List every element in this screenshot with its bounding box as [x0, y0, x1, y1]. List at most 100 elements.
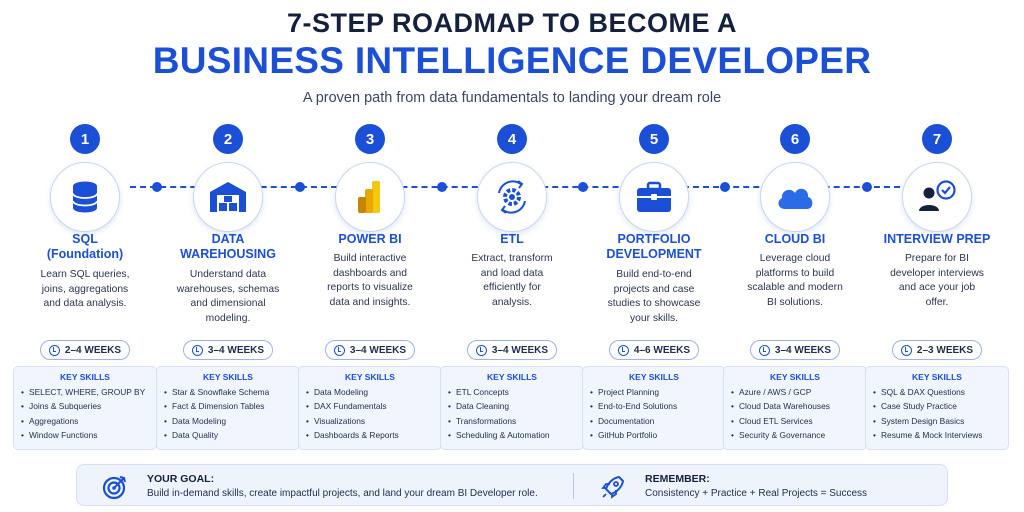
cloud-icon	[760, 162, 830, 232]
footer-divider	[573, 473, 574, 499]
rocket-icon	[601, 476, 624, 499]
description-line: scalable and modern	[747, 282, 843, 293]
title-line-1: 7-STEP ROADMAP TO BECOME A	[286, 8, 738, 38]
etl-gear-icon	[477, 162, 547, 232]
skill-item: Aggregations	[21, 414, 149, 429]
skill-item: Window Functions	[21, 428, 149, 443]
skill-item: Joins & Subqueries	[21, 399, 149, 414]
clock-icon	[475, 344, 487, 356]
description-line: Build end-to-end	[616, 269, 692, 280]
remember-label: REMEMBER:	[645, 473, 710, 485]
database-icon	[50, 162, 120, 232]
duration-badge: 2–3 WEEKS	[892, 340, 982, 360]
key-skills-box: KEY SKILLSAzure / AWS / GCPCloud Data Wa…	[723, 366, 867, 450]
skill-item: Security & Governance	[731, 428, 859, 443]
skill-item: Star & Snowflake Schema	[164, 385, 292, 400]
step-number-badge: 2	[213, 124, 243, 154]
remember-text: Consistency + Practice + Real Projects =…	[645, 488, 868, 499]
footer-banner: YOUR GOAL: Build in-demand skills, creat…	[76, 464, 948, 506]
skill-item: Data Modeling	[306, 385, 434, 400]
step-number-badge: 1	[70, 124, 100, 154]
power-bi-icon	[335, 162, 405, 232]
skill-item: Dashboards & Reports	[306, 428, 434, 443]
skill-item: End-to-End Solutions	[590, 399, 718, 414]
description-line: projects and case	[613, 283, 695, 295]
skill-item: Transformations	[448, 414, 576, 429]
step-title: POWER BI	[300, 232, 440, 247]
clock-icon	[900, 344, 912, 356]
subtitle: A proven path from data fundamentals to …	[302, 90, 722, 106]
skill-item: Azure / AWS / GCP	[731, 385, 859, 400]
description-line: developer interviews	[890, 267, 984, 279]
key-skills-title: KEY SKILLS	[770, 372, 820, 382]
description-line: joins, aggregations	[41, 283, 129, 295]
step-title: INTERVIEW PREP	[867, 232, 1007, 247]
duration-text: 3–4 WEEKS	[774, 344, 832, 356]
skill-item: Cloud ETL Services	[731, 414, 859, 429]
goal-label: YOUR GOAL:	[147, 473, 215, 485]
step-title-line-1: PORTFOLIO	[617, 232, 691, 246]
description-line: studies to showcase	[607, 298, 701, 309]
description-line: Extract, transform	[471, 253, 553, 264]
skill-item: System Design Basics	[873, 414, 1001, 429]
skill-item: Visualizations	[306, 414, 434, 429]
connector-dot	[437, 182, 447, 192]
skill-item: GitHub Portfolio	[590, 428, 718, 443]
target-icon	[102, 476, 126, 500]
step-title: ETL	[442, 232, 582, 247]
step-number-badge: 4	[497, 124, 527, 154]
key-skills-title: KEY SKILLS	[60, 372, 110, 382]
description-line: reports to visualize	[327, 282, 413, 293]
skill-item: SELECT, WHERE, GROUP BY	[21, 385, 149, 400]
description-line: Prepare for BI	[904, 253, 970, 264]
description-line: and load data	[480, 267, 544, 279]
skill-item: Data Modeling	[164, 414, 292, 429]
skill-item: Fact & Dimension Tables	[164, 399, 292, 414]
step-number-badge: 3	[355, 124, 385, 154]
step-title-line-1: POWER BI	[338, 232, 402, 246]
key-skills-title: KEY SKILLS	[629, 372, 679, 382]
duration-text: 3–4 WEEKS	[491, 344, 549, 356]
duration-badge: 3–4 WEEKS	[750, 340, 840, 360]
step-description: Build end-to-end projects and case studies…	[589, 268, 719, 326]
key-skills-title: KEY SKILLS	[203, 372, 253, 382]
key-skills-box: KEY SKILLS Star & Snowflake SchemaFact & …	[156, 366, 300, 450]
description-line: dashboards and	[333, 267, 407, 279]
step-title-line-2: DEVELOPMENT	[606, 247, 702, 261]
description-line: efficiently for	[483, 282, 541, 293]
description-line: platforms to build	[755, 267, 835, 279]
description-line: data and insights.	[329, 296, 411, 308]
title-line-2: BUSINESS INTELLIGENCE DEVELOPER	[152, 40, 872, 81]
description-line: Build interactive	[333, 253, 407, 264]
duration-badge: 3–4 WEEKS	[467, 340, 557, 360]
skill-item: Documentation	[590, 414, 718, 429]
clock-icon	[617, 344, 629, 356]
step-title: CLOUD BI	[725, 232, 865, 247]
duration-badge: 2–4 WEEKS	[40, 340, 130, 360]
description-line: modeling.	[205, 312, 251, 324]
skill-item: Case Study Practice	[873, 399, 1001, 414]
step-title-line-1: CLOUD BI	[764, 232, 826, 246]
skill-item: Data Cleaning	[448, 399, 576, 414]
description-line: BI solutions.	[766, 296, 824, 308]
key-skills-title: KEY SKILLS	[487, 372, 537, 382]
key-skills-title: KEY SKILLS	[912, 372, 962, 382]
duration-badge: 3–4 WEEKS	[325, 340, 415, 360]
step-number-badge: 6	[780, 124, 810, 154]
skill-item: Scheduling & Automation	[448, 428, 576, 443]
skill-item: ETL Concepts	[448, 385, 576, 400]
skill-item: Resume & Mock Interviews	[873, 428, 1001, 443]
clock-icon	[333, 344, 345, 356]
clock-icon	[191, 344, 203, 356]
step-number-badge: 7	[922, 124, 952, 154]
duration-text: 3–4 WEEKS	[207, 344, 265, 356]
description-line: offer.	[925, 296, 949, 308]
clock-icon	[758, 344, 770, 356]
connector-dot	[295, 182, 305, 192]
key-skills-box: KEY SKILLSSQL & DAX QuestionsCase Study …	[865, 366, 1009, 450]
connector-dot	[152, 182, 162, 192]
